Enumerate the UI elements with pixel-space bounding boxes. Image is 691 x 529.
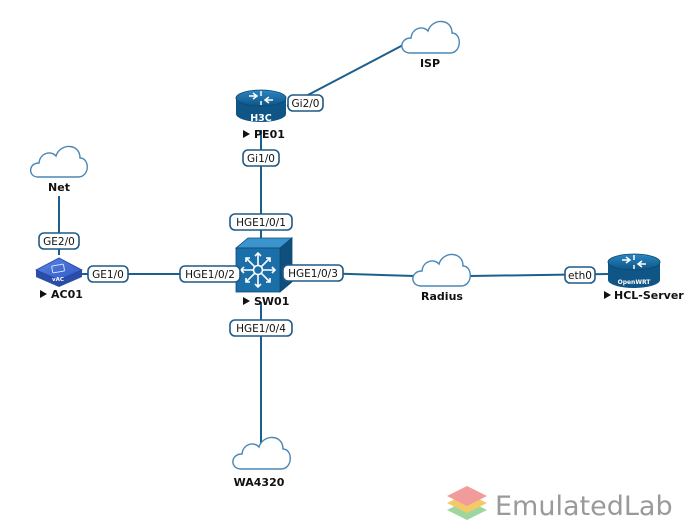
svg-text:HGE1/0/2: HGE1/0/2 bbox=[185, 269, 235, 281]
node-wa4320[interactable]: WA4320 bbox=[232, 436, 291, 489]
play-icon[interactable] bbox=[243, 130, 250, 138]
svg-text:HGE1/0/3: HGE1/0/3 bbox=[288, 268, 338, 280]
pe01-label: PE01 bbox=[254, 128, 285, 141]
port-label-sw01-hge1-0-1[interactable]: HGE1/0/1 bbox=[229, 213, 293, 231]
port-label-sw01-hge1-0-2[interactable]: HGE1/0/2 bbox=[179, 265, 241, 283]
layer3-switch-icon bbox=[234, 237, 294, 293]
radius-label: Radius bbox=[421, 290, 463, 303]
node-hcl-server[interactable]: OpenWRT HCL-Server bbox=[604, 253, 684, 302]
play-icon[interactable] bbox=[604, 291, 611, 299]
isp-label: ISP bbox=[420, 57, 440, 70]
node-pe01[interactable]: H3C PE01 bbox=[235, 89, 287, 141]
isp-cloud-icon bbox=[401, 20, 460, 54]
port-label-pe01-gi1-0[interactable]: Gi1/0 bbox=[242, 149, 280, 167]
port-label-hcl-eth0[interactable]: eth0 bbox=[564, 266, 596, 284]
links bbox=[58, 43, 609, 445]
node-ac01[interactable]: vAC AC01 bbox=[35, 257, 83, 301]
wa4320-label: WA4320 bbox=[234, 476, 285, 489]
brand-watermark: EmulatedLab bbox=[447, 486, 673, 522]
hcl-server-label: HCL-Server bbox=[614, 289, 684, 302]
ac01-device-text: vAC bbox=[52, 277, 64, 283]
radius-cloud-icon bbox=[412, 253, 471, 287]
net-label: Net bbox=[48, 181, 70, 194]
node-radius[interactable]: Radius bbox=[412, 253, 471, 303]
router-icon bbox=[235, 89, 287, 122]
port-label-sw01-hge1-0-3[interactable]: HGE1/0/3 bbox=[282, 264, 344, 282]
brand-name: EmulatedLab bbox=[495, 491, 673, 522]
port-label-sw01-hge1-0-4[interactable]: HGE1/0/4 bbox=[229, 319, 293, 337]
openwrt-router-icon bbox=[607, 253, 661, 288]
svg-text:Gi1/0: Gi1/0 bbox=[247, 153, 275, 165]
wa4320-cloud-icon bbox=[232, 436, 291, 470]
port-labels: Gi2/0 Gi1/0 HGE1/0/1 GE2/0 GE1/0 HGE1/0/… bbox=[38, 94, 596, 337]
node-isp[interactable]: ISP bbox=[401, 20, 460, 70]
play-icon[interactable] bbox=[40, 290, 47, 298]
access-controller-icon bbox=[35, 257, 83, 287]
svg-text:eth0: eth0 bbox=[568, 270, 592, 282]
sw01-label: SW01 bbox=[254, 295, 289, 308]
svg-text:GE1/0: GE1/0 bbox=[92, 269, 124, 281]
svg-text:HGE1/0/4: HGE1/0/4 bbox=[236, 323, 286, 335]
port-label-pe01-gi2-0[interactable]: Gi2/0 bbox=[287, 94, 324, 112]
svg-text:Gi2/0: Gi2/0 bbox=[292, 98, 320, 110]
hcl-server-device-text: OpenWRT bbox=[618, 279, 652, 286]
port-label-ac01-ge1-0[interactable]: GE1/0 bbox=[87, 265, 129, 283]
net-cloud-icon bbox=[29, 145, 88, 178]
svg-text:GE2/0: GE2/0 bbox=[43, 236, 75, 248]
pe01-device-text: H3C bbox=[250, 113, 272, 124]
play-icon[interactable] bbox=[243, 297, 250, 305]
layers-logo-icon bbox=[447, 486, 487, 520]
node-net[interactable]: Net bbox=[29, 145, 88, 194]
port-label-ac01-ge2-0[interactable]: GE2/0 bbox=[38, 232, 80, 250]
svg-text:HGE1/0/1: HGE1/0/1 bbox=[236, 217, 286, 229]
ac01-label: AC01 bbox=[51, 288, 83, 301]
